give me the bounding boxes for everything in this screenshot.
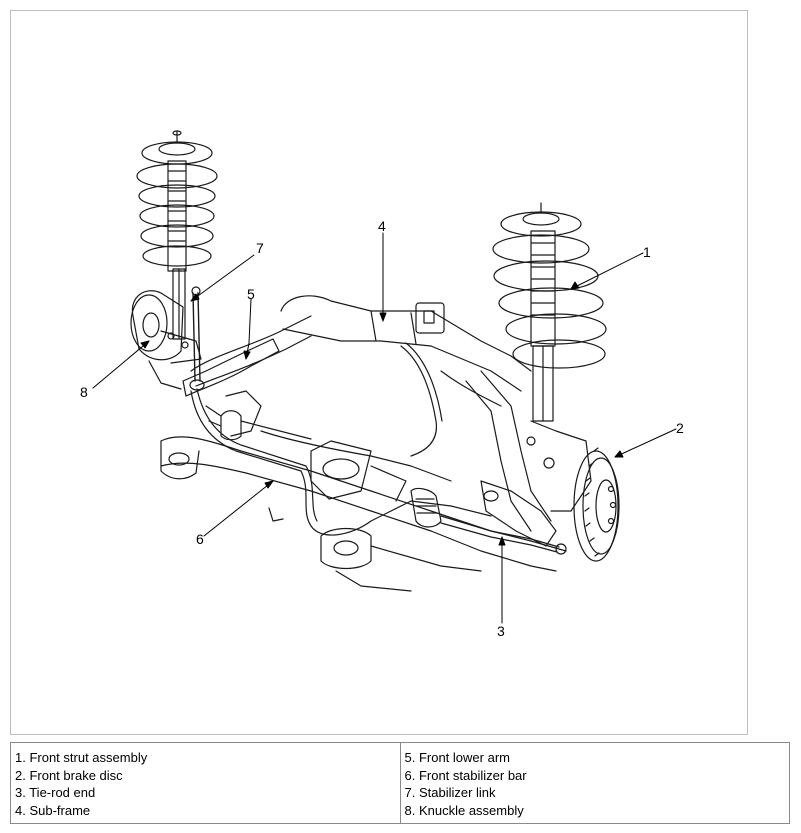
legend-item-front-lower-arm: 5. Front lower arm	[404, 750, 510, 765]
legend-column-right: 5. Front lower arm 6. Front stabilizer b…	[399, 742, 790, 824]
left-knuckle-assembly	[130, 290, 202, 390]
suspension-diagram: 1 2 3 4 5 6 7 8	[80, 130, 684, 639]
leader-line-6	[203, 480, 274, 537]
callout-7: 7	[256, 240, 264, 256]
legend-item-knuckle-assembly: 8. Knuckle assembly	[404, 802, 524, 818]
arrowhead-5	[243, 350, 251, 360]
legend-table: 1. Front strut assembly 2. Front brake d…	[10, 742, 790, 824]
leader-line-7	[190, 254, 255, 302]
legend-item-front-strut-assembly: 1. Front strut assembly	[15, 750, 148, 765]
legend-item-tie-rod-end: 3. Tie-rod end	[15, 785, 96, 800]
callout-5: 5	[247, 286, 255, 302]
steering-rack	[205, 405, 567, 555]
leader-line-1	[570, 252, 644, 290]
arrowhead-1	[570, 281, 580, 290]
legend-item-stabilizer-link: 7. Stabilizer link	[404, 785, 496, 800]
right-strut-assembly	[492, 202, 607, 422]
legend-item-sub-frame: 4. Sub-frame	[15, 802, 91, 818]
leader-line-8	[92, 340, 150, 389]
leader-lines	[92, 232, 677, 624]
callout-6: 6	[196, 531, 204, 547]
legend-row: 1. Front strut assembly 2. Front brake d…	[10, 742, 790, 824]
callout-3: 3	[497, 623, 505, 639]
arrowhead-8	[140, 340, 150, 349]
callout-1: 1	[643, 244, 651, 260]
stabilizer-bar	[190, 286, 492, 536]
callout-4: 4	[378, 218, 386, 234]
arrowhead-2	[614, 450, 624, 458]
sub-frame	[160, 295, 567, 592]
left-strut-assembly	[136, 130, 218, 340]
leader-line-2	[614, 428, 677, 458]
right-knuckle-and-disc	[526, 420, 620, 562]
arrowhead-3	[498, 536, 506, 546]
arrowhead-6	[264, 480, 274, 489]
legend-item-front-brake-disc: 2. Front brake disc	[15, 767, 123, 783]
callouts: 1 2 3 4 5 6 7 8	[80, 218, 684, 639]
arrowhead-7	[190, 293, 200, 302]
callout-8: 8	[80, 384, 88, 400]
callout-2: 2	[676, 420, 684, 436]
arrowhead-4	[379, 312, 387, 322]
legend-item-front-stabilizer-bar: 6. Front stabilizer bar	[404, 767, 527, 783]
legend-column-left: 1. Front strut assembly 2. Front brake d…	[10, 742, 401, 824]
right-lower-arm	[480, 480, 557, 547]
figure-frame: 1 2 3 4 5 6 7 8	[10, 10, 748, 735]
brake-lines	[260, 342, 502, 482]
